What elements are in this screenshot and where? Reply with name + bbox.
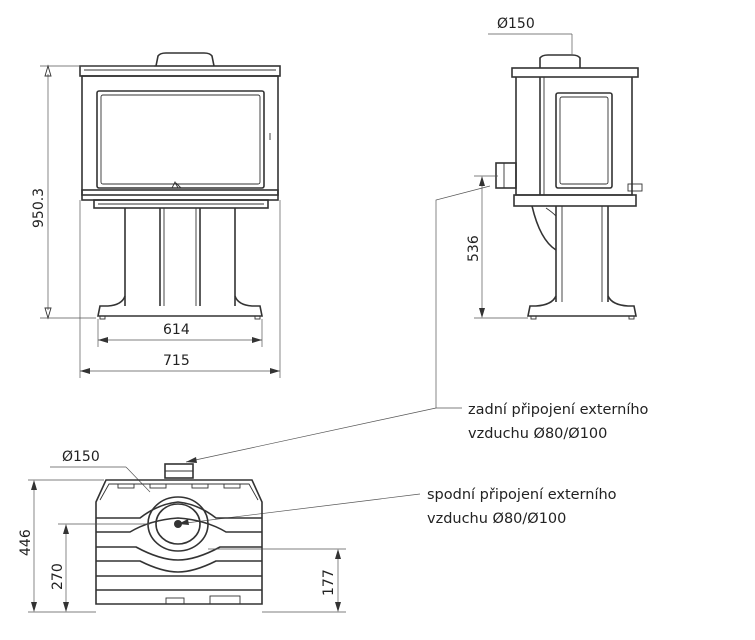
- note-rear-line1: zadní připojení externího: [468, 402, 649, 418]
- dim-label-614: 614: [163, 322, 190, 338]
- dimension-leg-height: 536: [466, 175, 528, 319]
- dim-label-177: 177: [321, 569, 337, 596]
- dim-label-950: 950.3: [31, 188, 47, 228]
- dim-label-715: 715: [163, 353, 190, 369]
- side-view: Ø150: [466, 16, 643, 320]
- dimension-inlet-offset: 177: [208, 548, 346, 613]
- note-bottom-line2: vzduchu Ø80/Ø100: [427, 511, 566, 527]
- inlet-center-icon: [174, 520, 182, 528]
- note-bottom-line1: spodní připojení externího: [427, 487, 617, 503]
- dim-label-side-flue: Ø150: [497, 16, 535, 32]
- annotations: zadní připojení externího vzduchu Ø80/Ø1…: [177, 185, 649, 527]
- manufacturer-logo-icon: [171, 180, 182, 189]
- dim-label-446: 446: [18, 529, 34, 556]
- dimension-depth: 446: [18, 479, 104, 613]
- front-view: 950.3 614 715: [31, 52, 281, 378]
- dim-label-536: 536: [466, 235, 482, 262]
- top-view: Ø150 446: [18, 449, 346, 613]
- dim-label-270: 270: [50, 563, 66, 590]
- note-rear-line2: vzduchu Ø80/Ø100: [468, 426, 607, 442]
- dimension-offset: 270: [50, 523, 150, 612]
- dim-label-top-flue: Ø150: [62, 449, 100, 465]
- dimension-overall-width: 715: [79, 200, 281, 378]
- dimension-height: 950.3: [31, 64, 154, 320]
- dimension-base-width: 614: [97, 319, 263, 347]
